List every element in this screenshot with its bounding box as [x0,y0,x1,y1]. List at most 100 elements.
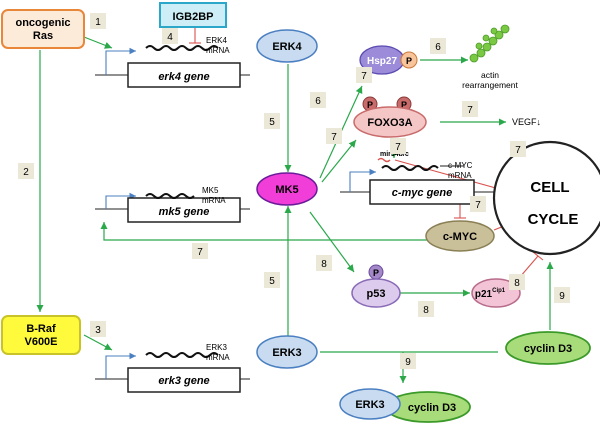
svg-text:CYCLE: CYCLE [528,211,579,228]
step-tag-bg [316,255,332,271]
step-tag-bg [264,113,280,129]
step-number-label: 1 [95,17,101,28]
mk5-mrna-squiggle [145,193,195,199]
svg-text:ERK3: ERK3 [272,347,301,359]
step-tag-bg [18,163,34,179]
step-tag-bg [400,353,416,369]
svg-text:cyclin D3: cyclin D3 [524,343,572,355]
cell-cycle-circle: CELL CYCLE [492,140,600,256]
step-number-label: 7 [475,200,481,211]
step-tag-bg [90,321,106,337]
step-tag-bg [510,141,526,157]
step-tag-bg [470,196,486,212]
gene-erk4-unit: erk4 gene [95,45,250,88]
svg-text:CELL: CELL [530,179,569,196]
inhibit-mir-cellcycle [394,159,511,193]
foxo3a-protein: P P FOXO3A [353,96,427,138]
step-number-label: 6 [435,42,441,53]
erk4-mrna-squiggle [145,45,219,51]
svg-text:MK5: MK5 [275,184,298,196]
svg-text:IGB2BP: IGB2BP [173,11,214,23]
step-tag-bg [310,92,326,108]
step-tag-bg [462,101,478,117]
step-number-label: 4 [167,32,173,43]
erk3-gene-label: erk3 gene [158,375,209,387]
step-tag-bg [390,138,406,154]
gene-cmyc-unit: c-myc gene [340,157,500,205]
erk3-cyclin-complex: ERK3 cyclin D3 [339,388,471,423]
p21-protein: p21Cip1 [471,278,521,308]
svg-text:ERK4: ERK4 [272,41,302,53]
erk3-protein: ERK3 [256,335,318,369]
svg-text:c-MYC: c-MYC [443,231,477,243]
cyclin-d3-protein: cyclin D3 [505,331,591,365]
arrow-cmyc-mk5gene [100,222,461,241]
step-number-label: 8 [514,278,520,289]
inhibit-p21-cellcycle [519,255,539,278]
step-number-label: 6 [315,96,321,107]
gene-mk5-unit: mk5 gene [95,192,250,223]
igb2bp-box: IGB2BP [159,2,227,28]
p53-protein: P p53 [351,264,401,308]
svg-text:cyclin D3: cyclin D3 [408,402,456,414]
mir-label: mir34b/c [380,151,409,158]
inhibit-bar-5 [532,251,544,261]
step-number-label: 7 [361,71,367,82]
actin-icon [469,24,510,63]
svg-text:P: P [401,100,407,110]
step-number-label: 8 [321,259,327,270]
svg-text:FOXO3A: FOXO3A [367,117,412,129]
step-number-label: 9 [405,357,411,368]
step-number-label: 2 [23,167,29,178]
step-number-label: 7 [331,132,337,143]
cmyc-mrna-squiggle [381,165,439,171]
mk5-gene-label: mk5 gene [159,206,210,218]
erk3-mrna-squiggle [145,352,219,358]
gene-erk3-unit: erk3 gene [95,352,250,393]
svg-text:Hsp27: Hsp27 [367,56,397,67]
cmyc-protein: c-MYC [425,220,495,252]
step-tag-bg [509,274,525,290]
step-tag-bg [554,287,570,303]
svg-text:P: P [406,56,412,66]
svg-text:P: P [373,268,379,278]
svg-text:ERK3: ERK3 [355,399,384,411]
step-tag-bg [356,67,372,83]
step-tag-bg [162,28,178,44]
mir-squiggle [377,157,391,163]
step-number-label: 7 [395,142,401,153]
step-tag-bg [264,272,280,288]
erk4-protein: ERK4 [256,29,318,63]
step-number-label: 7 [515,145,521,156]
step-number-label: 3 [95,325,101,336]
step-tag-bg [430,38,446,54]
svg-text:p53: p53 [367,288,386,300]
step-number-label: 5 [269,276,275,287]
cmyc-gene-label: c-myc gene [392,187,453,199]
step-tag-bg [192,243,208,259]
step-number-label: 8 [423,305,429,316]
step-number-label: 9 [559,291,565,302]
arrow-mk5-p53 [309,211,355,273]
svg-text:p21Cip1: p21Cip1 [475,288,506,300]
arrow-mk5-foxo3a [321,139,357,183]
erk4-gene-label: erk4 gene [158,71,209,83]
step-number-label: 7 [197,247,203,258]
step-tag-bg [326,128,342,144]
vegf-label: VEGF↓ [512,117,541,127]
step-tag-bg [90,13,106,29]
step-tag-bg [418,301,434,317]
svg-text:P: P [367,100,373,110]
arrow-braf-erk3 [83,334,113,351]
